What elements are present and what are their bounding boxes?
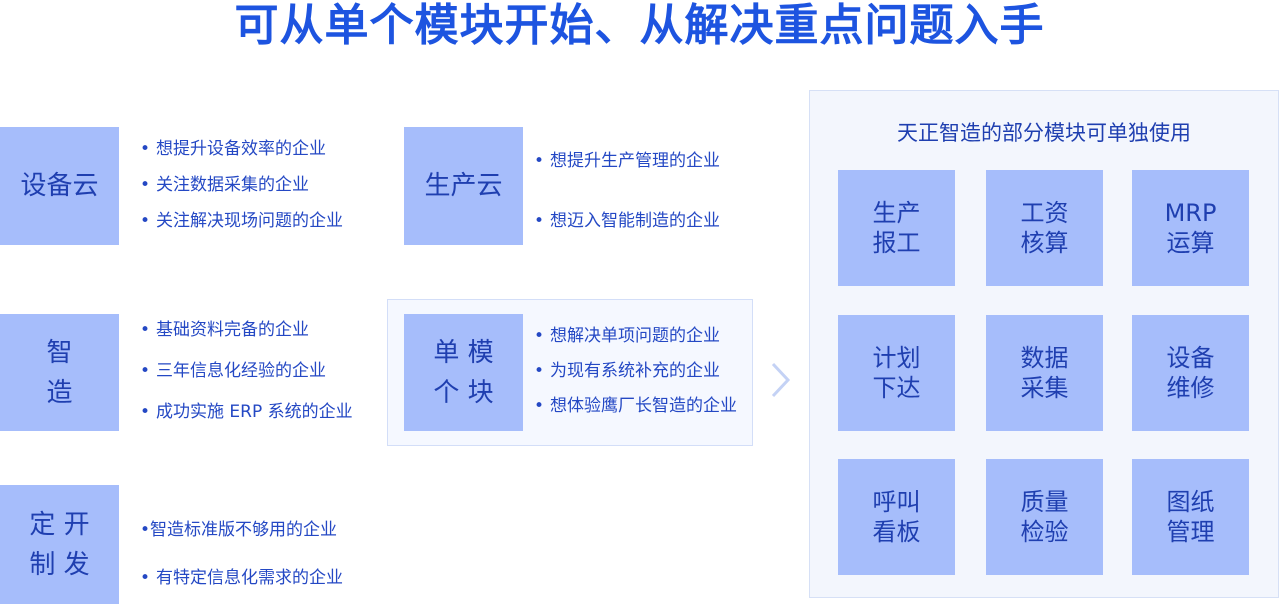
module-equipment-maintenance: 设备维修 — [1132, 315, 1249, 431]
list-item: 想提升生产管理的企业 — [534, 150, 720, 172]
chevron-right-icon — [771, 362, 791, 398]
module-label: 质量 — [1020, 488, 1069, 516]
tile-smart-manufacturing: 智 造 — [0, 314, 119, 431]
tile-label: 个 块 — [433, 377, 494, 408]
list-item: 成功实施 ERP 系统的企业 — [140, 401, 353, 423]
module-label: 计划 — [872, 344, 921, 372]
tile-equipment-cloud: 设备云 — [0, 127, 119, 245]
module-plan-release: 计划下达 — [838, 315, 955, 431]
module-data-collection: 数据采集 — [986, 315, 1103, 431]
module-label: 报工 — [872, 229, 921, 257]
module-label: 下达 — [872, 374, 921, 402]
module-payroll: 工资核算 — [986, 170, 1103, 286]
tile-label: 制 发 — [29, 549, 90, 580]
list-item: 关注解决现场问题的企业 — [140, 210, 343, 232]
module-label: 设备 — [1166, 344, 1215, 372]
list-item: 想提升设备效率的企业 — [140, 138, 326, 160]
tile-label: 智 — [46, 337, 73, 368]
module-label: 运算 — [1166, 229, 1215, 257]
module-production-report: 生产报工 — [838, 170, 955, 286]
module-label: 检验 — [1020, 518, 1069, 546]
list-item: 基础资料完备的企业 — [140, 319, 309, 341]
module-label: 管理 — [1166, 518, 1215, 546]
module-panel-title: 天正智造的部分模块可单独使用 — [897, 121, 1191, 145]
tile-label: 生产云 — [424, 171, 503, 201]
module-label: MRP — [1164, 199, 1217, 227]
list-item: 三年信息化经验的企业 — [140, 360, 326, 382]
tile-custom-development: 定 开 制 发 — [0, 485, 119, 604]
module-label: 图纸 — [1166, 488, 1215, 516]
module-label: 核算 — [1020, 229, 1069, 257]
module-drawing-management: 图纸管理 — [1132, 459, 1249, 575]
module-label: 维修 — [1166, 374, 1215, 402]
list-item: 想迈入智能制造的企业 — [534, 210, 720, 232]
list-item: 为现有系统补充的企业 — [534, 360, 720, 382]
module-label: 看板 — [872, 518, 921, 546]
list-item: 想解决单项问题的企业 — [534, 325, 720, 347]
module-label: 生产 — [872, 199, 921, 227]
module-quality-inspection: 质量检验 — [986, 459, 1103, 575]
module-label: 采集 — [1020, 374, 1069, 402]
list-item: 关注数据采集的企业 — [140, 174, 309, 196]
list-item: 智造标准版不够用的企业 — [140, 519, 337, 541]
tile-label: 造 — [46, 377, 73, 408]
module-call-board: 呼叫看板 — [838, 459, 955, 575]
tile-label: 定 开 — [29, 509, 90, 540]
tile-label: 单 模 — [433, 337, 494, 368]
page-title: 可从单个模块开始、从解决重点问题入手 — [234, 0, 1045, 51]
module-label: 工资 — [1020, 199, 1069, 227]
list-item: 有特定信息化需求的企业 — [140, 567, 343, 589]
tile-production-cloud: 生产云 — [404, 127, 523, 245]
list-item: 想体验鹰厂长智造的企业 — [534, 395, 737, 417]
tile-label: 设备云 — [20, 171, 99, 201]
module-label: 呼叫 — [872, 488, 921, 516]
tile-single-module: 单 模 个 块 — [404, 314, 523, 431]
module-label: 数据 — [1020, 344, 1069, 372]
